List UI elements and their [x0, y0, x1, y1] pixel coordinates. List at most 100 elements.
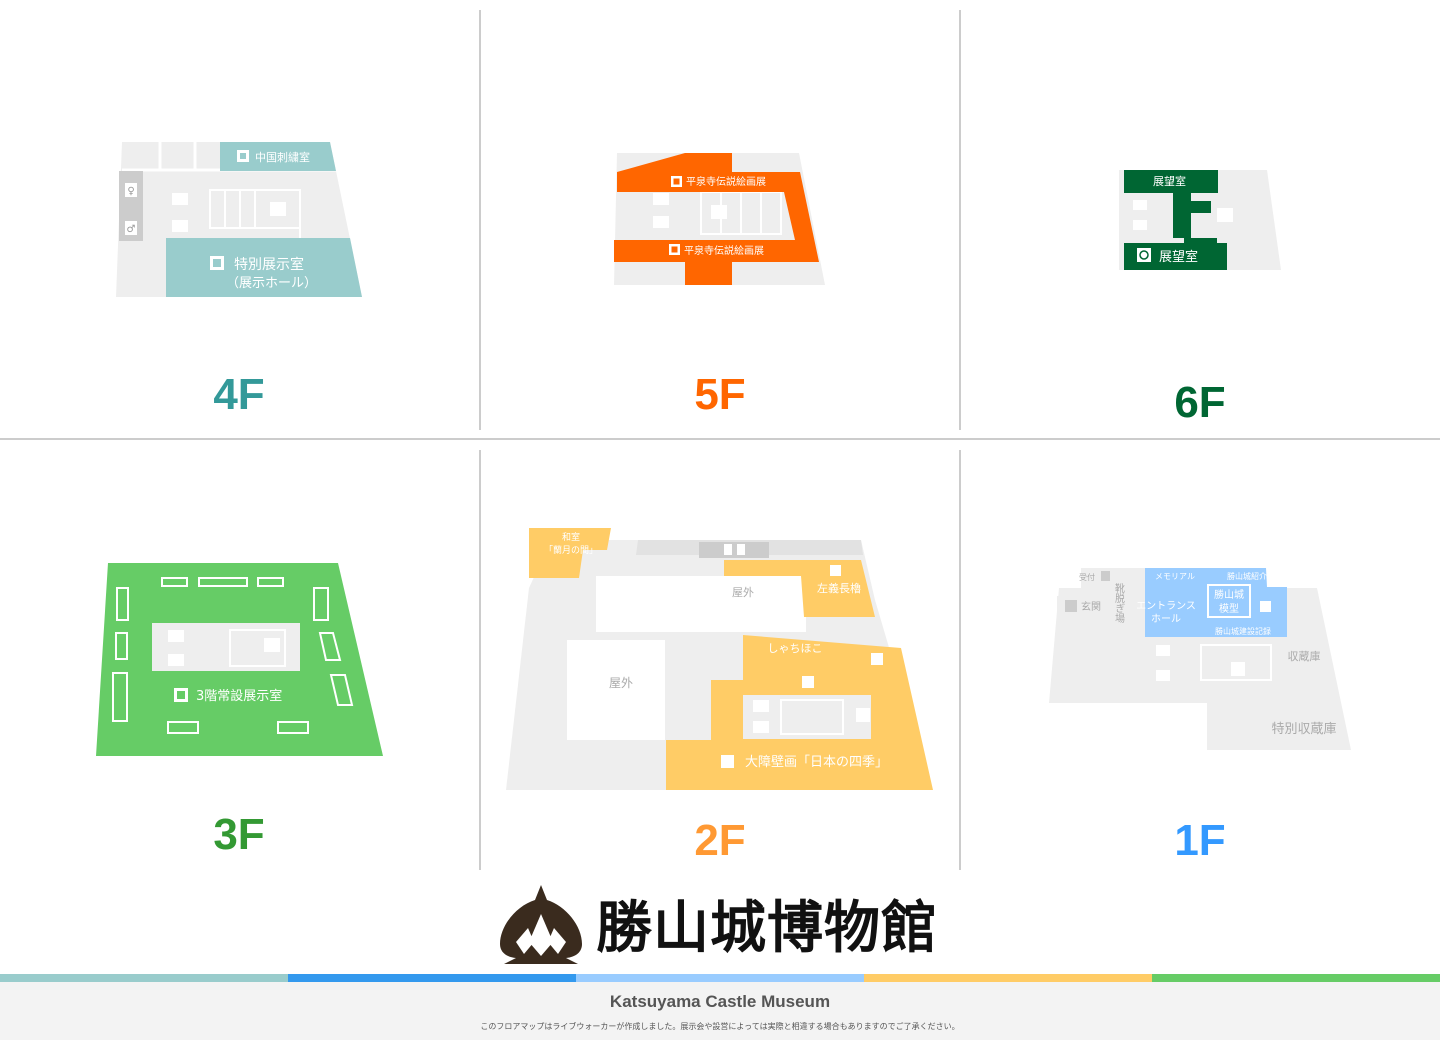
footer-title: Katsuyama Castle Museum: [609, 992, 831, 1011]
label-sagicho-turret: 左義長櫓: [817, 581, 861, 595]
label-castle-model-1: 勝山城: [1214, 588, 1244, 601]
elevator-icon: [753, 721, 769, 733]
svg-text:♂: ♂: [127, 224, 136, 235]
exhibit-icon: [871, 653, 883, 665]
floor-map-1f: 受付 玄関 靴脱ぎ場 メモリアル 勝山城紹介 勝山城 模型 エントランス ホール…: [1049, 568, 1351, 750]
room-chinese-embroidery[interactable]: [220, 142, 336, 171]
divider-vertical-2: [959, 10, 961, 430]
elevator-icon: [168, 654, 184, 666]
outdoor-left: [567, 640, 665, 740]
label-japanese-2: 「蘭月の間」: [544, 544, 598, 556]
floor-label-2f: 2F: [694, 816, 746, 865]
label-reception: 受付: [1079, 572, 1095, 582]
floor-label-5f: 5F: [694, 370, 746, 419]
floor-map-4f: ♀ ♂ 中国刺繍室 特別展示室 （展示ホール）: [116, 142, 362, 297]
stairs-icon: [1231, 662, 1245, 676]
floor-label-1f: 1F: [1174, 816, 1226, 865]
floor-map-3f: 3階常設展示室: [96, 563, 383, 756]
svg-text:♀: ♀: [127, 186, 134, 197]
footer-note: このフロアマップはライブウォーカーが作成しました。展示会や設営によっては実際と相…: [480, 1022, 960, 1031]
stairs-icon: [1217, 208, 1233, 222]
label-permanent-exhibit: 3階常設展示室: [196, 688, 282, 704]
divider-vertical-3: [479, 450, 481, 870]
outdoor-top: [596, 576, 806, 632]
exhibit-icon: [1260, 601, 1271, 612]
label-hiraizumi-top: 平泉寺伝説絵画展: [686, 175, 766, 188]
color-bar-segment: [1152, 974, 1440, 982]
label-japanese-1: 和室: [562, 531, 580, 543]
label-construction-record: 勝山城建設記録: [1215, 626, 1271, 636]
elevator-icon: [1156, 645, 1170, 656]
floor-panel-1f[interactable]: 受付 玄関 靴脱ぎ場 メモリアル 勝山城紹介 勝山城 模型 エントランス ホール…: [961, 440, 1439, 870]
room-observation[interactable]: [1124, 170, 1227, 270]
label-memorial: メモリアル: [1155, 572, 1195, 581]
elevator-icon: [172, 220, 188, 232]
floor-panel-2f[interactable]: 屋外 屋外 和室 「蘭月の間」 左義長櫓 しゃちほこ 大障壁画「日本の四季」 2…: [481, 440, 959, 870]
elevator-icon: [1156, 670, 1170, 681]
elevator-icon: [653, 216, 669, 228]
color-bar: [0, 974, 1440, 982]
label-observation-top: 展望室: [1153, 174, 1186, 188]
label-special-exhibit-2: （展示ホール）: [226, 276, 317, 291]
color-bar-segment: [576, 974, 864, 982]
floor-label-6f: 6F: [1174, 378, 1226, 427]
display-cases: [112, 577, 354, 734]
label-special-exhibit-1: 特別展示室: [234, 256, 304, 273]
elevator-icon: [172, 193, 188, 205]
stairs: [1200, 644, 1272, 681]
stairs-icon: [270, 202, 286, 216]
label-special-storage: 特別収蔵庫: [1271, 722, 1336, 737]
stairs: [229, 629, 286, 667]
label-outdoor-top: 屋外: [732, 586, 754, 599]
label-storage: 収蔵庫: [1288, 649, 1321, 663]
label-observation-bottom: 展望室: [1159, 249, 1198, 265]
divider-vertical-4: [959, 450, 961, 870]
color-bar-segment: [864, 974, 1152, 982]
label-outdoor-left: 屋外: [609, 676, 633, 690]
color-bar-segment: [288, 974, 576, 982]
color-bar-segment: [0, 974, 288, 982]
floor-map-6f: 展望室 展望室: [1119, 170, 1281, 270]
stairs: [780, 699, 844, 735]
label-entrance-hall-2: ホール: [1151, 613, 1181, 625]
elevator-icon: [753, 700, 769, 712]
label-entrance: 玄関: [1081, 600, 1101, 613]
floor-label-3f: 3F: [213, 810, 265, 859]
label-castle-model-2: 模型: [1219, 602, 1239, 615]
exhibit-icon: [830, 565, 841, 576]
stairs-icon: [264, 638, 280, 652]
label-hiraizumi-bottom: 平泉寺伝説絵画展: [684, 244, 764, 257]
exhibit-icon: [721, 755, 734, 768]
label-castle-intro: 勝山城紹介: [1227, 571, 1267, 581]
divider-vertical-1: [479, 10, 481, 430]
room-japanese[interactable]: [529, 528, 611, 578]
castle-emblem-icon: [500, 885, 582, 964]
elevator-icon: [653, 193, 669, 205]
museum-logo: [0, 880, 1440, 970]
floor-map-5f: 平泉寺伝説絵画展 平泉寺伝説絵画展: [614, 153, 825, 285]
elevator-icon: [168, 630, 184, 642]
stairs-icon: [711, 205, 727, 219]
label-chinese-embroidery: 中国刺繍室: [255, 150, 310, 164]
observation-icon: [1137, 248, 1151, 262]
footer: Katsuyama Castle Museum このフロアマップはライブウォーカ…: [0, 982, 1440, 1040]
floor-map-2f: 屋外 屋外 和室 「蘭月の間」 左義長櫓 しゃちほこ 大障壁画「日本の四季」: [506, 528, 933, 790]
room-special-exhibit[interactable]: [166, 238, 362, 297]
museum-name: 勝山城博物館: [596, 896, 938, 961]
label-entrance-hall-1: エントランス: [1136, 600, 1196, 612]
floor-panel-3f[interactable]: 3階常設展示室 3F: [0, 440, 478, 870]
label-mural: 大障壁画「日本の四季」: [745, 755, 888, 770]
elevator-icon: [1133, 200, 1147, 210]
stairs-icon: [856, 708, 870, 722]
floor-panel-4f[interactable]: ♀ ♂ 中国刺繍室 特別展示室 （展示ホール） 4F: [0, 0, 478, 430]
divider-horizontal: [0, 438, 1440, 440]
floor-panel-5f[interactable]: 平泉寺伝説絵画展 平泉寺伝説絵画展 5F: [481, 0, 959, 430]
floor-label-4f: 4F: [213, 370, 265, 419]
floor-panel-6f[interactable]: 展望室 展望室 6F: [961, 0, 1439, 430]
restroom-block: [699, 542, 769, 558]
label-shachihoko: しゃちほこ: [768, 642, 823, 655]
room-hiraizumi-exhibit[interactable]: [614, 153, 819, 285]
exhibit-icon: [802, 676, 814, 688]
label-shoe-area: 靴脱ぎ場: [1113, 582, 1125, 624]
elevator-icon: [1133, 220, 1147, 230]
